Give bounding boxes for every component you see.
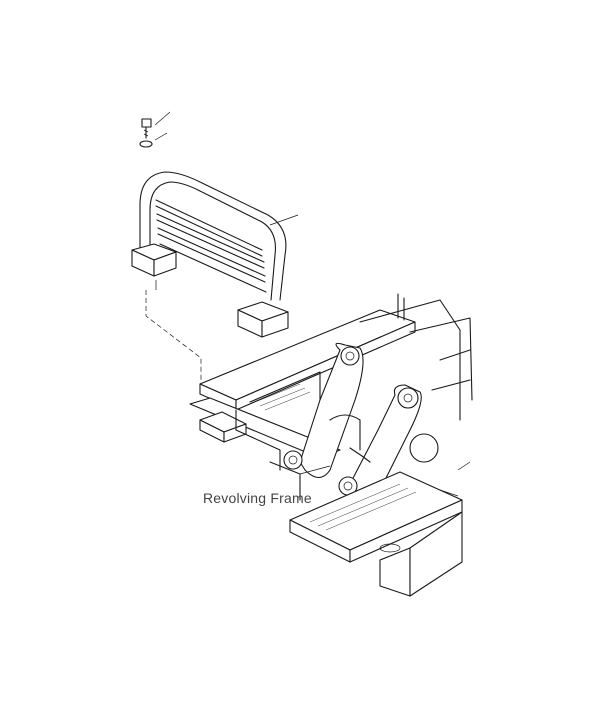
revolving-frame-label: Revolving Frame <box>203 490 312 506</box>
right-mount-pad <box>237 301 289 338</box>
left-mount-pad <box>131 243 177 290</box>
revolving-frame <box>189 293 473 597</box>
bolt-part <box>141 111 171 139</box>
handrail-part <box>139 171 299 301</box>
washer-part <box>139 132 168 148</box>
